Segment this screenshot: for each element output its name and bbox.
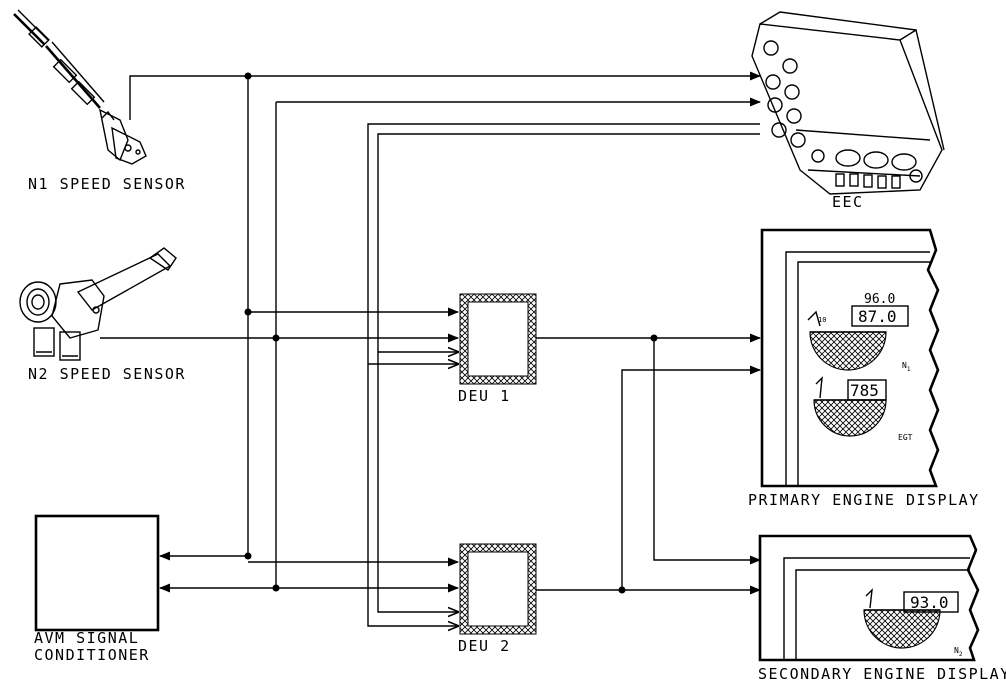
primary-engine-display: 10 96.0 87.0 N1 785 EGT PRIMARY ENGINE D…	[748, 228, 980, 509]
eec-to-deu2-line-a	[367, 123, 760, 626]
n1-speed-sensor: N1 SPEED SENSOR	[13, 9, 186, 193]
deu-1: DEU 1	[458, 293, 537, 405]
deu2-label: DEU 2	[458, 637, 511, 655]
n1-value: 87.0	[858, 307, 897, 326]
n2-param-label: N2	[954, 646, 963, 658]
eec-icon	[751, 11, 945, 195]
eec-connectors-bottom	[811, 149, 923, 189]
n1-gauge: 10 96.0 87.0 N1	[807, 292, 911, 373]
n1-to-eec-line	[129, 71, 762, 120]
n1-value-box	[851, 305, 909, 327]
avm-box	[34, 514, 160, 632]
eec-unit: EEC	[751, 11, 945, 211]
primary-display-label: PRIMARY ENGINE DISPLAY	[748, 491, 980, 509]
deu1-label: DEU 1	[458, 387, 511, 405]
primary-display-frame	[760, 228, 940, 488]
n2-value: 93.0	[910, 593, 949, 612]
egt-param-label: EGT	[898, 433, 913, 442]
n2-sensor-label: N2 SPEED SENSOR	[28, 365, 186, 383]
n2-value-box	[903, 591, 959, 613]
egt-value-box	[847, 379, 887, 401]
n1-sensor-icon	[13, 9, 147, 165]
eec-to-deu2-line-b	[377, 133, 760, 612]
deu-2: DEU 2	[458, 543, 537, 655]
n1-gauge-tick: 10	[818, 316, 826, 324]
eec-connectors-left	[763, 40, 806, 148]
secondary-display-frame	[758, 534, 980, 662]
avm-signal-conditioner: AVM SIGNAL CONDITIONER	[34, 514, 160, 664]
wiring	[100, 71, 762, 627]
secondary-display-label: SECONDARY ENGINE DISPLAY	[758, 665, 1006, 683]
junction-dots	[244, 72, 658, 594]
egt-gauge: 785 EGT	[813, 376, 913, 442]
eec-label: EEC	[832, 193, 864, 211]
egt-value: 785	[850, 381, 879, 400]
n2-speed-sensor: N2 SPEED SENSOR	[19, 247, 186, 383]
n2-sensor-icon	[19, 247, 177, 361]
n1-sensor-label: N1 SPEED SENSOR	[28, 175, 186, 193]
avm-label-line2: CONDITIONER	[34, 646, 150, 664]
n1-target-value: 96.0	[864, 292, 895, 307]
deu1-to-secondary-line	[653, 338, 762, 565]
n2-gauge: 93.0 N2	[863, 588, 963, 658]
secondary-engine-display: 93.0 N2 SECONDARY ENGINE DISPLAY	[758, 534, 1006, 683]
deu2-to-primary-line	[621, 365, 762, 590]
n1-param-label: N1	[902, 361, 911, 373]
avm-label-line1: AVM SIGNAL	[34, 629, 139, 647]
